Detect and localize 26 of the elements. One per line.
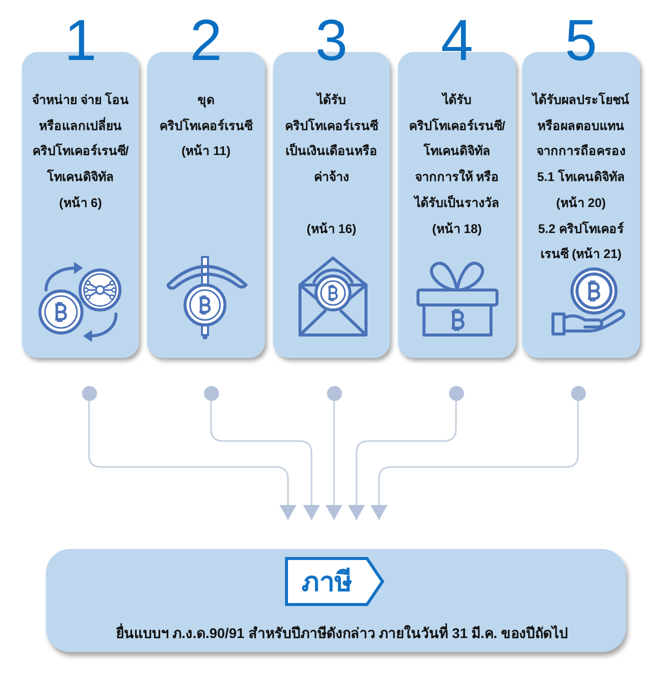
step-text: ได้รับผลประโยชน์ หรือผลตอบแทน จากการถือครอง: [530, 91, 630, 160]
connector-dot: [82, 386, 96, 400]
arrow: [348, 400, 457, 520]
arrow: [326, 400, 342, 520]
step-number: 5: [564, 10, 598, 70]
connector-dot: [570, 386, 586, 400]
step-text: จำหน่าย จ่าย โอน หรือแลกเปลี่ยน คริปโทเคอร์เรนซี/โทเคนดิจิทัล (หน้า 6): [31, 91, 130, 212]
connector-dot: [326, 386, 342, 400]
arrow: [370, 400, 579, 520]
step-text: ได้รับ คริปโทเคอร์เรนซี/โทเคนดิจิทัล จากการให้ หรือได้รับเป็นรางวัล (หน้า 18): [408, 91, 506, 238]
info-panel: [46, 549, 626, 652]
connector-dot: [448, 386, 464, 400]
step-number: 3: [314, 10, 349, 70]
step-text: (หน้า 16): [306, 220, 358, 238]
arrow: [88, 400, 296, 520]
step-number: 1: [63, 10, 98, 70]
step-text: ขุด คริปโทเคอร์เรนซี (หน้า 11): [158, 92, 254, 160]
pentagon-tag: ภาษี: [285, 557, 384, 606]
step-text: 5.1 โทเคนดิจิทัล (หน้า 20): [536, 168, 626, 212]
step-text: ได้รับ คริปโทเคอร์เรนซี เป็นเงินเดือนหรือค่าจ้าง: [284, 91, 380, 186]
step-number: 2: [188, 10, 224, 70]
note-text: ยื่นแบบฯ ภ.ง.ด.90/91 สำหรับปีภาษีดังกล่าว ภายในวันที่ 31 มี.ค. ของปีถัดไป: [114, 622, 570, 643]
step-text: 5.2 คริปโทเคอร์เรนซี (หน้า 21): [537, 220, 625, 264]
step-number: 4: [440, 10, 474, 70]
arrow: [210, 400, 320, 520]
connector-dot: [204, 386, 218, 400]
